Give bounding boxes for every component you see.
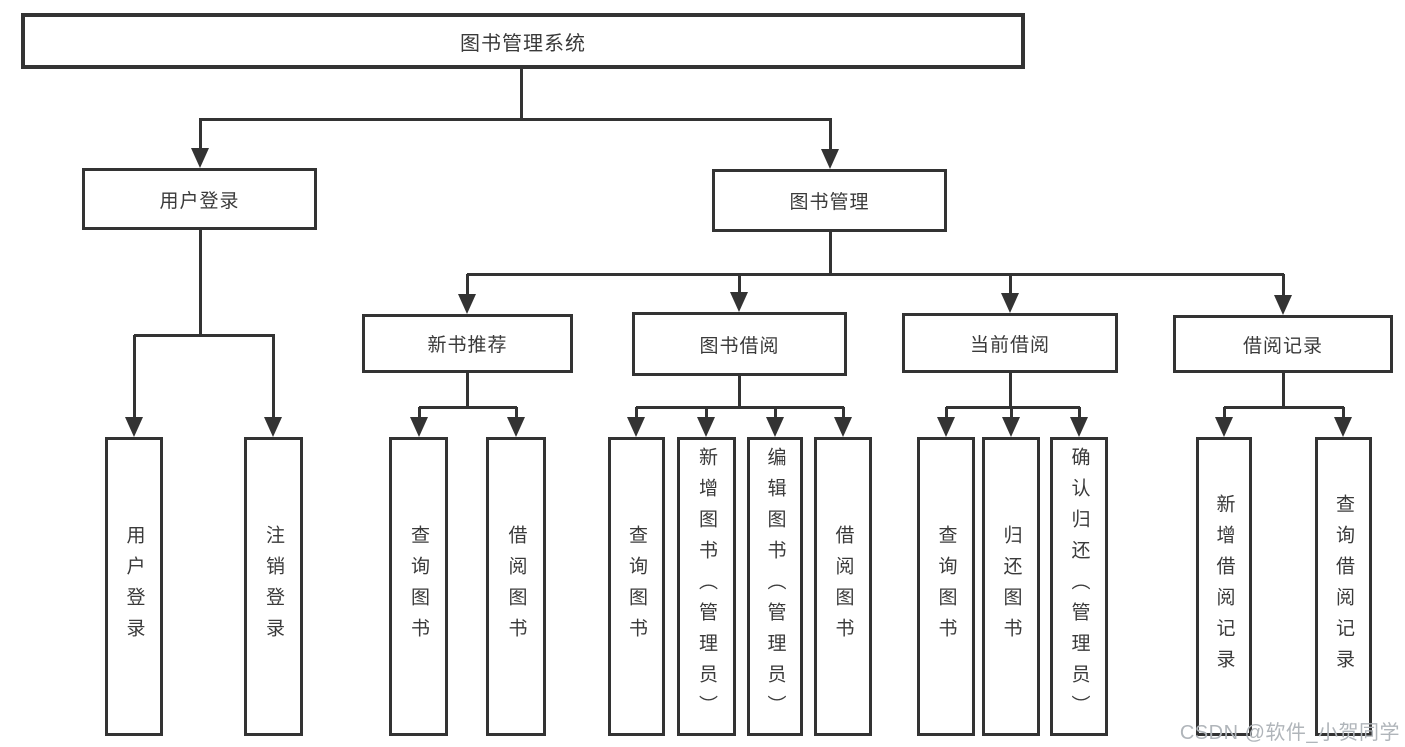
connector-line	[737, 376, 741, 409]
watermark: CSDN @软件_小贺同学	[1179, 722, 1400, 744]
node-new-book-recommend-label: 新书推荐	[427, 335, 508, 356]
connector-line	[198, 230, 202, 337]
leaf-borrow-add-admin-label: 新增图书（管理员）	[696, 447, 717, 726]
connector-line	[946, 405, 1080, 409]
connector-line	[419, 405, 517, 409]
connector-line	[636, 405, 844, 409]
arrowhead-icon	[937, 417, 955, 437]
leaf-logout-label: 注销登录	[263, 524, 284, 649]
leaf-user-login-label: 用户登录	[123, 524, 145, 649]
connector-line	[634, 407, 638, 420]
connector-line	[271, 335, 275, 419]
arrowhead-icon	[1070, 417, 1088, 437]
connector-line	[465, 274, 469, 296]
leaf-borrow-query-label: 查询图书	[626, 524, 647, 649]
arrowhead-icon	[834, 417, 852, 437]
leaf-records-add: 新增借阅记录	[1196, 437, 1252, 736]
connector-line	[198, 119, 202, 151]
leaf-user-login: 用户登录	[105, 437, 163, 736]
leaf-borrow-query: 查询图书	[608, 437, 665, 736]
arrowhead-icon	[627, 417, 645, 437]
arrowhead-icon	[1334, 417, 1352, 437]
leaf-borrow-borrow: 借阅图书	[814, 437, 872, 736]
leaf-newbook-borrow: 借阅图书	[486, 437, 546, 736]
arrowhead-icon	[1274, 295, 1292, 315]
arrowhead-icon	[264, 417, 282, 437]
arrowhead-icon	[458, 294, 476, 314]
leaf-logout: 注销登录	[244, 437, 303, 736]
leaf-current-query-label: 查询图书	[935, 524, 957, 649]
leaf-borrow-edit-admin-label: 编辑图书（管理员）	[764, 447, 786, 726]
connector-line	[1281, 373, 1285, 409]
connector-line	[1281, 274, 1285, 296]
connector-line	[773, 407, 777, 420]
leaf-borrow-edit-admin: 编辑图书（管理员）	[747, 437, 803, 736]
leaf-current-return-label: 归还图书	[1000, 524, 1022, 649]
arrowhead-icon	[766, 417, 784, 437]
leaf-newbook-query-label: 查询图书	[408, 524, 429, 649]
arrowhead-icon	[410, 417, 428, 437]
connector-line	[1222, 407, 1226, 420]
leaf-current-return: 归还图书	[982, 437, 1040, 736]
node-borrow-records: 借阅记录	[1173, 315, 1393, 373]
node-book-management-label: 图书管理	[789, 192, 870, 213]
connector-line	[944, 407, 948, 420]
arrowhead-icon	[191, 148, 209, 168]
connector-line	[1008, 373, 1012, 409]
connector-line	[841, 407, 845, 420]
node-book-borrow: 图书借阅	[632, 312, 847, 376]
node-library-system-label: 图书管理系统	[460, 32, 586, 55]
arrowhead-icon	[697, 417, 715, 437]
connector-line	[514, 407, 518, 420]
leaf-current-confirm-admin: 确认归还（管理员）	[1050, 437, 1108, 736]
connector-line	[1224, 405, 1344, 409]
arrowhead-icon	[1002, 417, 1020, 437]
node-borrow-records-label: 借阅记录	[1242, 335, 1323, 357]
arrowhead-icon	[1001, 293, 1019, 313]
leaf-borrow-add-admin: 新增图书（管理员）	[677, 437, 736, 736]
leaf-records-add-label: 新增借阅记录	[1213, 493, 1235, 680]
arrowhead-icon	[821, 149, 839, 169]
node-current-borrow-label: 当前借阅	[969, 334, 1050, 356]
leaf-records-query: 查询借阅记录	[1315, 437, 1372, 736]
connector-line	[519, 69, 523, 121]
connector-line	[737, 274, 741, 296]
connector-line	[465, 373, 469, 409]
node-book-management: 图书管理	[712, 169, 947, 232]
node-book-borrow-label: 图书借阅	[699, 335, 780, 357]
leaf-borrow-borrow-label: 借阅图书	[832, 524, 854, 649]
connector-line	[1341, 407, 1345, 420]
connector-line	[417, 407, 421, 420]
connector-line	[1009, 407, 1013, 420]
leaf-newbook-query: 查询图书	[389, 437, 448, 736]
connector-line	[199, 117, 832, 121]
node-user-login: 用户登录	[82, 168, 317, 230]
arrowhead-icon	[125, 417, 143, 437]
leaf-current-confirm-admin-label: 确认归还（管理员）	[1068, 447, 1090, 726]
leaf-newbook-borrow-label: 借阅图书	[505, 524, 527, 649]
node-new-book-recommend: 新书推荐	[362, 314, 573, 373]
connector-line	[132, 335, 136, 419]
connector-line	[828, 119, 832, 151]
connector-line	[704, 407, 708, 420]
arrowhead-icon	[507, 417, 525, 437]
leaf-current-query: 查询图书	[917, 437, 975, 736]
connector-line	[1008, 274, 1012, 296]
connector-line	[1077, 407, 1081, 420]
leaf-records-query-label: 查询借阅记录	[1333, 493, 1354, 680]
node-library-system: 图书管理系统	[21, 13, 1025, 69]
arrowhead-icon	[1215, 417, 1233, 437]
arrowhead-icon	[730, 292, 748, 312]
node-current-borrow: 当前借阅	[902, 313, 1118, 373]
connector-line	[828, 232, 832, 276]
node-user-login-label: 用户登录	[159, 190, 240, 212]
connector-line	[134, 333, 275, 337]
connector-line	[467, 272, 1284, 276]
